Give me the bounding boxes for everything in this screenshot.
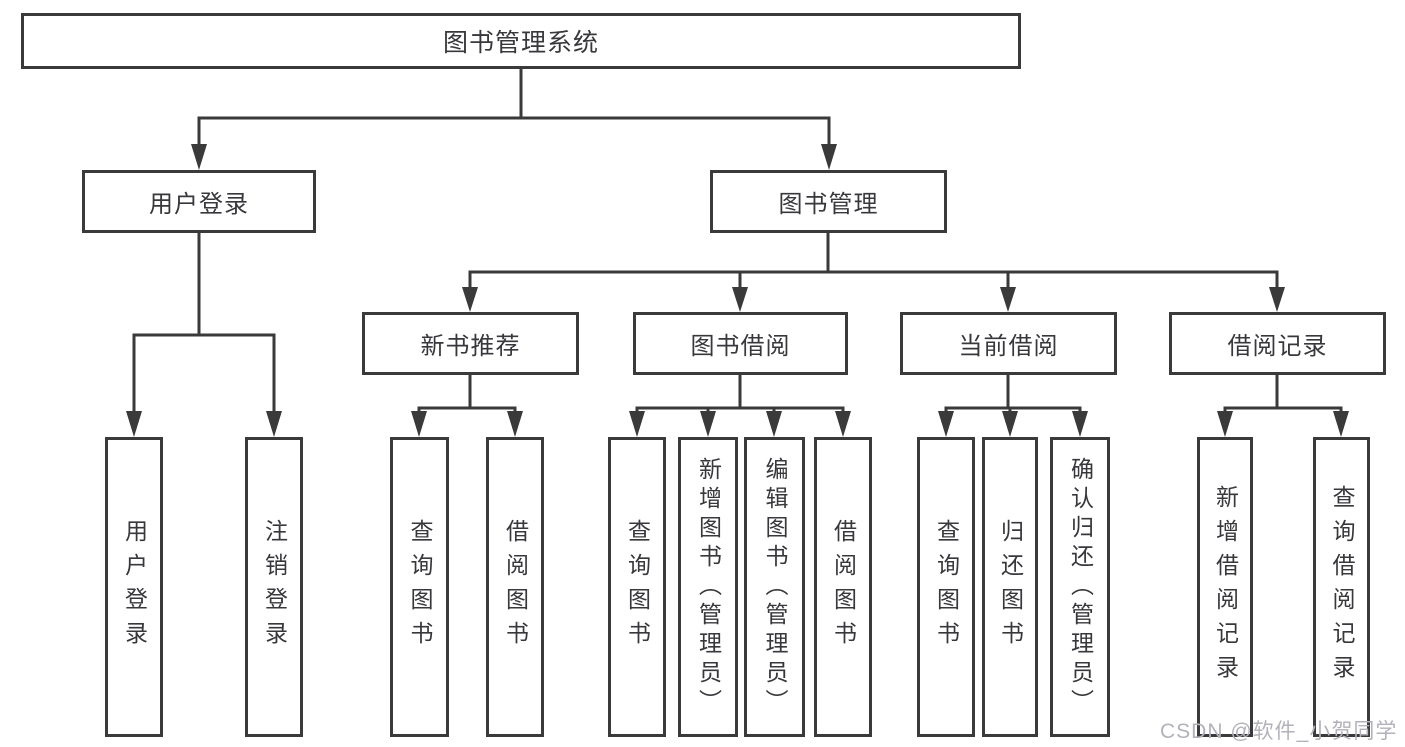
leaf-label: 查询借阅记录 xyxy=(1329,485,1355,689)
leaf-label: 确认归还（管理员） xyxy=(1067,456,1094,718)
leaf-label: 新增图书（管理员） xyxy=(695,456,722,718)
node-user-login: 用户登录 xyxy=(82,170,316,233)
node-book-borrow: 图书借阅 xyxy=(633,312,848,375)
leaf-label: 借阅图书 xyxy=(830,519,857,655)
leaf-label: 注销登录 xyxy=(261,519,288,655)
leaf-query-books-recommend: 查询图书 xyxy=(390,437,449,737)
leaf-label: 查询图书 xyxy=(933,519,960,655)
node-book-management: 图书管理 xyxy=(710,170,947,233)
node-borrow-records: 借阅记录 xyxy=(1169,312,1386,375)
leaf-label: 归还图书 xyxy=(997,519,1024,655)
leaf-confirm-return-admin: 确认归还（管理员） xyxy=(1050,437,1110,737)
root-node-library-system: 图书管理系统 xyxy=(21,13,1021,69)
node-current-borrow: 当前借阅 xyxy=(900,312,1117,375)
leaf-query-books-borrow: 查询图书 xyxy=(608,437,666,737)
leaf-user-login: 用户登录 xyxy=(105,437,163,737)
leaf-query-books-current: 查询图书 xyxy=(917,437,975,737)
leaf-label: 借阅图书 xyxy=(502,519,529,655)
leaf-label: 查询图书 xyxy=(407,519,433,655)
leaf-return-books: 归还图书 xyxy=(982,437,1038,737)
leaf-logout: 注销登录 xyxy=(245,437,303,737)
leaf-label: 查询图书 xyxy=(624,519,651,655)
leaf-borrow-books-recommend: 借阅图书 xyxy=(486,437,544,737)
leaf-borrow-books: 借阅图书 xyxy=(814,437,872,737)
leaf-add-books-admin: 新增图书（管理员） xyxy=(678,437,738,737)
leaf-label: 新增借阅记录 xyxy=(1212,485,1239,689)
leaf-edit-books-admin: 编辑图书（管理员） xyxy=(744,437,805,737)
leaf-label: 编辑图书（管理员） xyxy=(762,456,788,718)
leaf-add-borrow-record: 新增借阅记录 xyxy=(1197,437,1253,737)
leaf-label: 用户登录 xyxy=(121,519,148,655)
leaf-query-borrow-record: 查询借阅记录 xyxy=(1313,437,1370,737)
node-new-book-recommend: 新书推荐 xyxy=(362,312,579,375)
csdn-watermark: CSDN @软件_小贺同学 xyxy=(1160,720,1398,743)
